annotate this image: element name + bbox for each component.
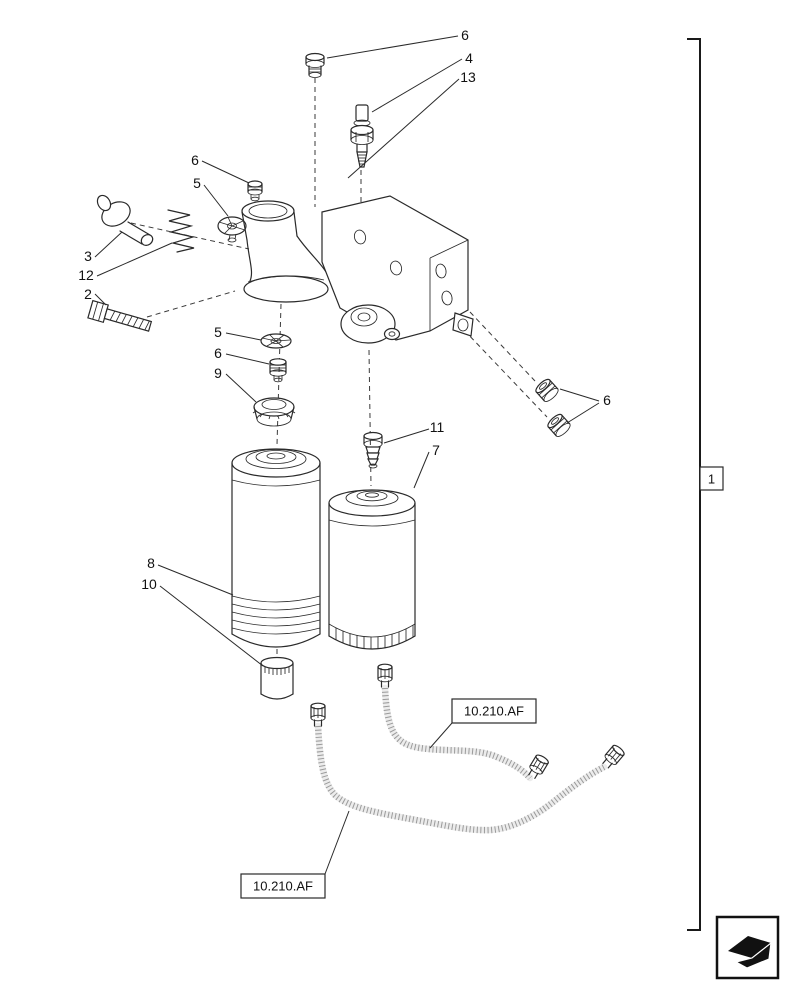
part-top-plug: [305, 52, 325, 78]
leader-lines: [94, 35, 600, 667]
frame-bracket: 1: [687, 38, 724, 931]
part-mid-plug: [269, 358, 287, 383]
part-collector-cup: [260, 656, 294, 700]
fuel-line-lower: [310, 702, 625, 834]
ref-box-pipe-top: 10.210.AF: [429, 698, 537, 749]
callout-6-right: 6: [603, 392, 611, 408]
corner-marker-icon: [715, 915, 780, 980]
part-handwheel: [217, 216, 247, 243]
part-washer: [260, 333, 292, 349]
frame-ref-label: 1: [708, 472, 715, 487]
callout-10: 10: [141, 576, 157, 592]
callout-6-top: 6: [461, 27, 469, 43]
part-hose-fitting: [363, 431, 383, 469]
callout-12: 12: [78, 267, 94, 283]
callout-5-left: 5: [193, 175, 201, 191]
part-left-plug: [247, 180, 263, 202]
part-elbow-pipe: [241, 200, 329, 303]
callout-3: 3: [84, 248, 92, 264]
tube-fitting-icon: [377, 663, 393, 688]
callout-7: 7: [432, 442, 440, 458]
tube-fitting-icon: [602, 744, 625, 769]
callout-9: 9: [214, 365, 222, 381]
tube-fitting-icon: [310, 702, 326, 727]
callout-11: 11: [430, 419, 445, 435]
part-spring: [167, 209, 196, 253]
ref-label-pipe-bottom: 10.210.AF: [253, 879, 313, 894]
part-left-filter: [231, 448, 321, 648]
part-pressure-sensor: [350, 104, 374, 168]
part-filter-head: [321, 195, 474, 344]
part-bolt: [87, 299, 153, 332]
part-right-filter: [328, 489, 416, 650]
callout-5-mid: 5: [214, 324, 222, 340]
part-drain-knob: [96, 194, 154, 246]
tube-fitting-icon: [528, 754, 549, 779]
callout-6-mid: 6: [214, 345, 222, 361]
fuel-line-upper: [377, 663, 549, 782]
callout-6-left: 6: [191, 152, 199, 168]
callout-8: 8: [147, 555, 155, 571]
part-side-plugs: [535, 378, 571, 437]
callouts: 6 4 13 6 5 3 12 2 5 6 9 6 11 7 8 10: [78, 27, 611, 592]
callout-13: 13: [460, 69, 476, 85]
callout-4: 4: [465, 50, 473, 66]
assembly-axes: [130, 78, 548, 659]
ref-label-pipe-top: 10.210.AF: [464, 704, 524, 719]
ref-box-pipe-bottom: 10.210.AF: [240, 810, 350, 899]
part-seal-ring: [252, 397, 296, 427]
callout-2: 2: [84, 286, 92, 302]
